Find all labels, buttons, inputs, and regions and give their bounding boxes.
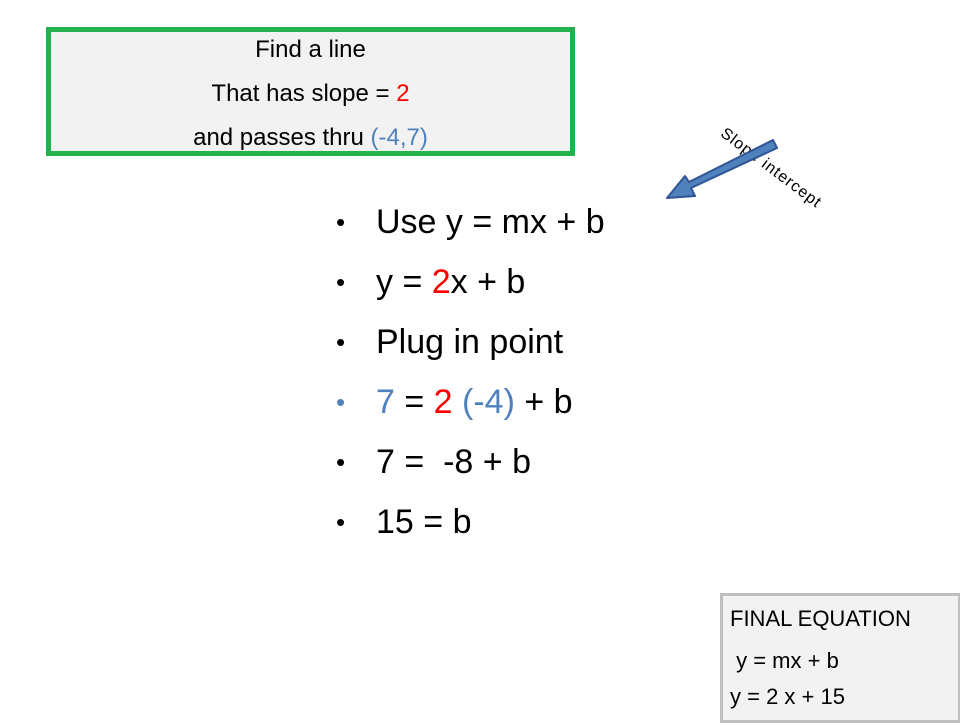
step-4-equals: = (394, 383, 434, 421)
problem-line-1: Find a line (255, 36, 366, 63)
solution-steps: • Use y = mx + b • y = 2x + b • Plug in … (336, 192, 605, 552)
bullet-icon: • (336, 447, 346, 477)
step-6: • 15 = b (336, 492, 605, 552)
slope-value: 2 (396, 80, 410, 107)
bullet-icon: • (336, 507, 346, 537)
bullet-icon: • (336, 327, 346, 357)
step-5: • 7 = -8 + b (336, 432, 605, 492)
step-2-slope: 2 (431, 263, 451, 301)
step-6-text: 15 = b (376, 503, 472, 541)
problem-line-2: That has slope = 2 (51, 80, 570, 108)
step-4-x: (-4) (452, 383, 515, 421)
step-4-y: 7 (376, 383, 395, 421)
slope-prefix: That has slope = (211, 80, 397, 107)
step-2-suffix: x + b (450, 263, 526, 301)
final-formula: y = mx + b (730, 648, 839, 673)
step-2-prefix: y = (376, 263, 432, 301)
point-value: (-4,7) (370, 124, 428, 151)
problem-statement-box: Find a line That has slope = 2 and passe… (46, 27, 575, 156)
step-5-text: 7 = -8 + b (376, 443, 531, 481)
final-title: FINAL EQUATION (730, 606, 911, 631)
bullet-icon: • (336, 207, 346, 237)
problem-line-3: and passes thru (-4,7) (51, 124, 570, 151)
bullet-icon: • (336, 267, 346, 297)
step-4-tail: + b (514, 383, 573, 421)
step-4-slope: 2 (433, 383, 453, 421)
bullet-icon: • (336, 387, 346, 417)
step-4: • 7 = 2 (-4) + b (336, 372, 605, 432)
step-1: • Use y = mx + b (336, 192, 605, 252)
arrow-icon (666, 139, 778, 199)
final-answer: y = 2 x + 15 (730, 684, 845, 709)
final-equation-box: FINAL EQUATION y = mx + b y = 2 x + 15 (720, 593, 960, 723)
step-1-text: Use y = mx + b (376, 203, 605, 241)
step-2: • y = 2x + b (336, 252, 605, 312)
step-3-text: Plug in point (376, 323, 564, 361)
step-3: • Plug in point (336, 312, 605, 372)
point-prefix: and passes thru (193, 124, 371, 151)
